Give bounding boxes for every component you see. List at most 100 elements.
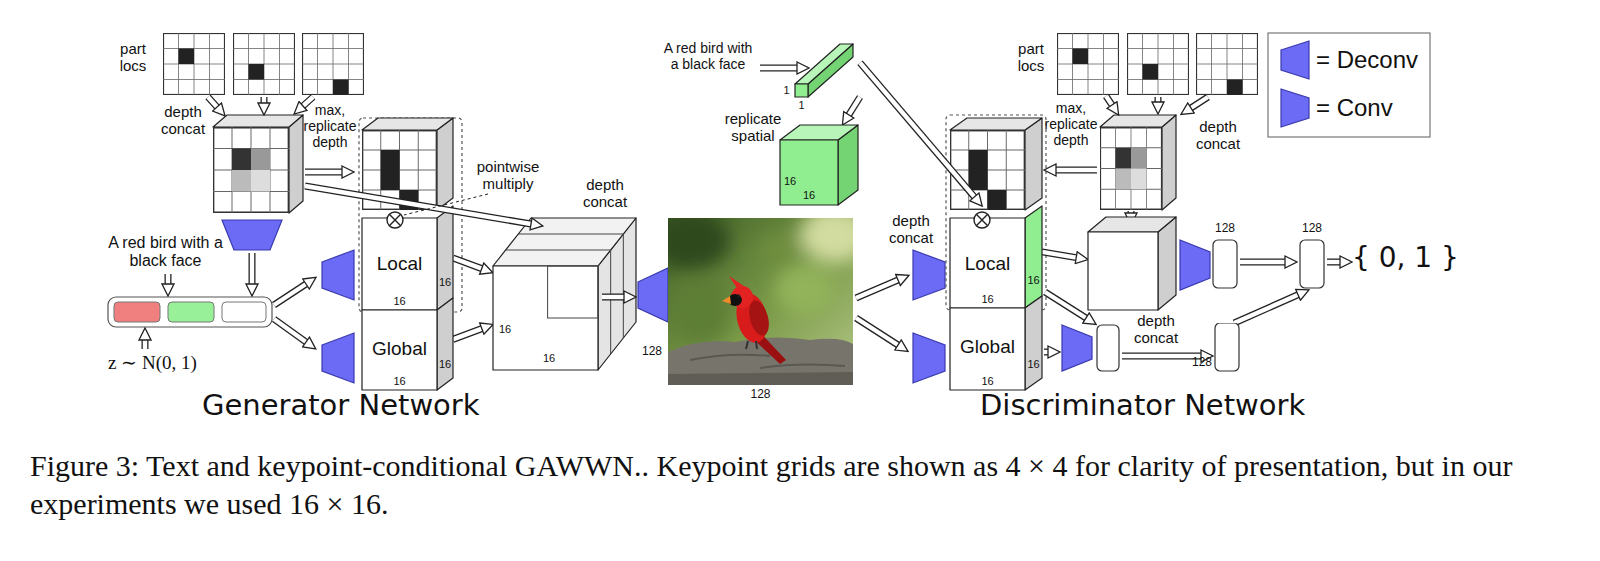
part-location-grid [1057, 33, 1119, 95]
arrow [165, 274, 172, 284]
node-text: 16 [1025, 358, 1042, 371]
shape [780, 125, 858, 140]
connector [1042, 252, 1076, 258]
arrow [274, 319, 306, 342]
keypoint-max-cube [950, 130, 1025, 210]
arrow [274, 284, 306, 305]
keypoint-max-cube [362, 130, 437, 210]
arrow [261, 97, 268, 103]
arrow [305, 172, 342, 173]
connector [849, 97, 860, 115]
arrow [1044, 350, 1048, 354]
annotation-label: z ∼ N(0, 1) [108, 352, 197, 374]
shape [1158, 217, 1176, 310]
node-text: { 0, 1 } [1352, 242, 1459, 274]
annotation-label: 128 [642, 345, 662, 359]
feature-box [1097, 325, 1119, 371]
arrow [166, 274, 170, 284]
figure-caption: Figure 3: Text and keypoint-conditional … [30, 447, 1550, 523]
connector [1234, 295, 1298, 323]
keypoint-max-cube [1025, 118, 1042, 210]
dashed-group [946, 115, 1046, 310]
arrow [1045, 292, 1086, 318]
part-location-grid [233, 33, 295, 95]
arrow [274, 284, 306, 305]
arrow [1128, 211, 1135, 213]
multiply-symbol [387, 212, 403, 228]
generated-image: 128 [668, 218, 853, 404]
part-location-grid [1227, 80, 1243, 96]
block-outline [780, 125, 858, 205]
part-location-grid [163, 33, 225, 95]
connector [860, 63, 974, 197]
node-text: 16 [1025, 274, 1042, 287]
arrow [1106, 96, 1112, 105]
bird-photo [738, 295, 741, 298]
keypoint-cube [213, 115, 303, 127]
keypoint-cube [251, 170, 270, 192]
global-feature-block: Global1616 [950, 296, 1042, 390]
multiply-symbol [974, 212, 990, 228]
keypoint-cube [1131, 169, 1147, 190]
arrow [856, 318, 898, 345]
annotation-label: replicate spatial [722, 110, 784, 145]
arrow [262, 97, 266, 103]
legend-text: = Deconv [1316, 46, 1418, 74]
bird-photo [690, 355, 845, 368]
arrow [1045, 292, 1086, 318]
deconv-symbol [322, 250, 354, 300]
annotation-label: part locs [112, 40, 154, 75]
legend-box [1268, 33, 1430, 137]
shape [1300, 240, 1324, 288]
part-location-grid [1127, 33, 1189, 95]
arrow [1191, 97, 1208, 108]
annotation-label: depth concat [580, 176, 630, 211]
arrow [1044, 349, 1048, 356]
shape [1281, 41, 1309, 79]
part-location-grid [163, 33, 225, 95]
node-text: Global [950, 336, 1025, 358]
node-text: 128 [1210, 222, 1240, 236]
conv-symbol [1180, 240, 1210, 290]
connector [1042, 252, 1076, 258]
arrow [250, 253, 254, 284]
keypoint-cube [1100, 115, 1176, 210]
part-location-grid [1196, 33, 1258, 95]
node-text: 16 [543, 352, 563, 365]
arrow [274, 319, 306, 342]
multiply-symbol [974, 212, 990, 228]
keypoint-max-cube [381, 150, 400, 170]
concat-block: depth concat [1088, 217, 1198, 346]
arrow [1156, 97, 1160, 102]
keypoint-cube [213, 115, 303, 213]
bird-photo [746, 341, 757, 349]
annotation-label: max, replicate depth [303, 102, 357, 150]
arrow [208, 97, 217, 107]
arrow [602, 295, 624, 299]
arrow [1045, 292, 1086, 318]
part-location-grid [233, 33, 295, 95]
connector [1234, 295, 1298, 323]
connector [849, 97, 860, 115]
keypoint-cube [1116, 169, 1132, 190]
embedding-bar [114, 302, 160, 322]
embedding-bar [108, 297, 272, 327]
keypoint-cube [213, 127, 289, 213]
bird-photo [668, 218, 730, 270]
feature-box: 128 [1297, 220, 1327, 290]
arrow [1106, 96, 1112, 105]
keypoint-cube [1100, 127, 1162, 210]
connector [453, 329, 482, 340]
part-location-grid [1073, 49, 1089, 65]
keypoint-cube [1131, 148, 1147, 169]
shape [795, 84, 808, 97]
annotation-label: depth concat [886, 212, 936, 247]
legend-swatch [1280, 88, 1310, 128]
keypoint-max-cube [362, 118, 453, 210]
arrow [760, 66, 797, 70]
node-text: 16 [362, 295, 437, 308]
annotation-label: part locs [1010, 40, 1052, 75]
shape [1213, 240, 1237, 288]
bird-photo [800, 218, 853, 263]
